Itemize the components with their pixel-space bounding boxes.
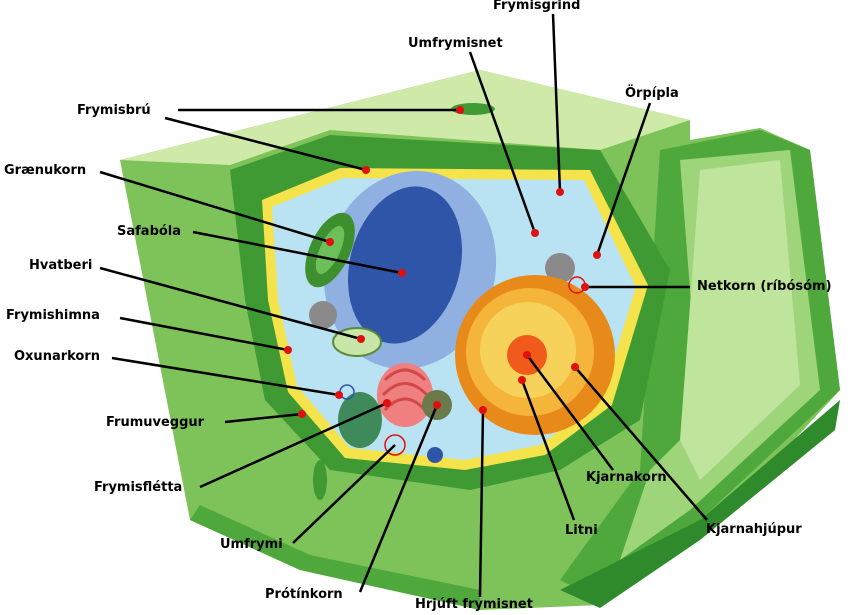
label-litni: Litni [565,523,598,538]
label-frymisgrind: Frymisgrind [493,0,581,13]
label-netkorn: Netkorn (ríbósóm) [697,279,832,294]
label-protinkorn: Prótínkorn [265,587,343,602]
label-oxunarkorn: Oxunarkorn [14,349,101,364]
label-orpipla: Örpípla [625,86,679,101]
label-umfrymi: Umfrymi [220,537,283,552]
label-safabola: Safabóla [117,224,182,239]
golgi-apparatus [377,363,433,427]
label-kjarnahjupur: Kjarnahjúpur [706,522,802,537]
leucoplast [338,392,382,448]
label-hvatberi: Hvatberi [29,258,93,273]
label-frymisbru: Frymisbrú [77,103,151,118]
blue-vesicle [427,447,443,463]
grey-organelle [545,253,575,283]
cytosol-circle [384,434,406,456]
label-graenukorn: Grænukorn [4,163,87,178]
vacuole-inner [347,186,463,344]
label-hrjuft-frymisnet: Hrjúft frymisnet [415,597,533,612]
pointer-dots [284,106,601,418]
peroxisome [309,301,337,329]
chloroplast-inner [315,226,345,274]
label-frumuveggur: Frumuveggur [106,415,205,430]
pointer-lines [99,13,708,598]
label-frymisfletta: Frymisflétta [94,480,183,495]
label-frymishimna: Frymishimna [6,308,100,323]
wall-slit [313,460,327,500]
label-kjarnakorn: Kjarnakorn [586,470,667,485]
label-umfrymisnet: Umfrymisnet [408,36,503,51]
